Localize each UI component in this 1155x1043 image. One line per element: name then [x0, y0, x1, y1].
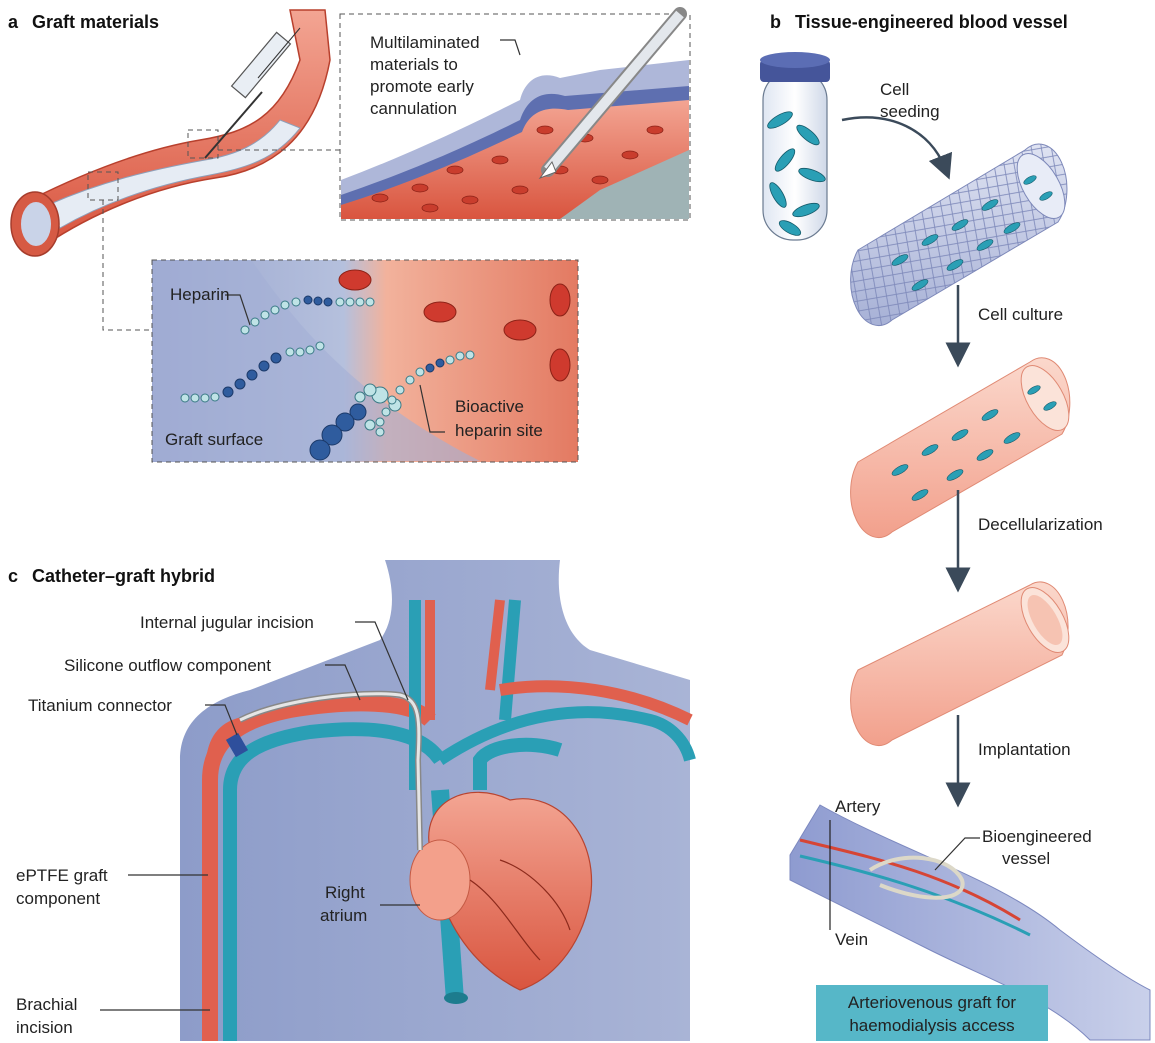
panel-c-letter: c — [8, 566, 18, 586]
svg-text:seeding: seeding — [880, 102, 940, 121]
svg-text:component: component — [16, 889, 100, 908]
label-internal-jugular: Internal jugular incision — [140, 613, 314, 632]
label-graft-surface: Graft surface — [165, 430, 263, 449]
panel-a: a Graft materials — [8, 10, 690, 462]
svg-text:Arteriovenous graft for: Arteriovenous graft for — [848, 993, 1017, 1012]
svg-text:heparin site: heparin site — [455, 421, 543, 440]
svg-text:Multilaminated: Multilaminated — [370, 33, 480, 52]
panel-c-title: Catheter–graft hybrid — [32, 566, 215, 586]
panel-b-title: Tissue-engineered blood vessel — [795, 12, 1068, 32]
cultured-vessel — [851, 358, 1079, 538]
svg-text:materials to: materials to — [370, 55, 458, 74]
label-brachial: Brachial incision — [16, 995, 77, 1037]
label-cell-culture: Cell culture — [978, 305, 1063, 324]
svg-text:Right: Right — [325, 883, 365, 902]
svg-text:atrium: atrium — [320, 906, 367, 925]
svg-text:vessel: vessel — [1002, 849, 1050, 868]
svg-text:incision: incision — [16, 1018, 73, 1037]
svg-text:haemodialysis access: haemodialysis access — [849, 1016, 1014, 1035]
decell-vessel — [851, 580, 1079, 746]
label-implantation: Implantation — [978, 740, 1071, 759]
label-eptfe: ePTFE graft component — [16, 866, 108, 908]
label-vein: Vein — [835, 930, 868, 949]
arrow-seeding — [842, 117, 945, 168]
cell-tube — [760, 52, 830, 240]
svg-text:Bioactive: Bioactive — [455, 397, 524, 416]
svg-text:ePTFE graft: ePTFE graft — [16, 866, 108, 885]
label-artery: Artery — [835, 797, 881, 816]
label-bioengineered: Bioengineered vessel — [935, 827, 1092, 870]
label-heparin: Heparin — [170, 285, 230, 304]
label-decellularization: Decellularization — [978, 515, 1103, 534]
svg-text:Bioengineered: Bioengineered — [982, 827, 1092, 846]
svg-text:Brachial: Brachial — [16, 995, 77, 1014]
panel-a-title: Graft materials — [32, 12, 159, 32]
panel-a-letter: a — [8, 12, 19, 32]
scaffold-mesh — [851, 144, 1075, 325]
panel-b-letter: b — [770, 12, 781, 32]
panel-b: b Tissue-engineered blood vessel Cell se… — [760, 12, 1150, 1041]
label-cell-seeding: Cell seeding — [880, 80, 940, 121]
svg-text:promote early: promote early — [370, 77, 474, 96]
svg-text:cannulation: cannulation — [370, 99, 457, 118]
panel-c: c Catheter–graft hybrid — [8, 560, 690, 1041]
graft-vessel — [11, 10, 330, 256]
caption-box: Arteriovenous graft for haemodialysis ac… — [816, 985, 1048, 1041]
label-titanium: Titanium connector — [28, 696, 172, 715]
label-silicone: Silicone outflow component — [64, 656, 271, 675]
svg-text:Cell: Cell — [880, 80, 909, 99]
